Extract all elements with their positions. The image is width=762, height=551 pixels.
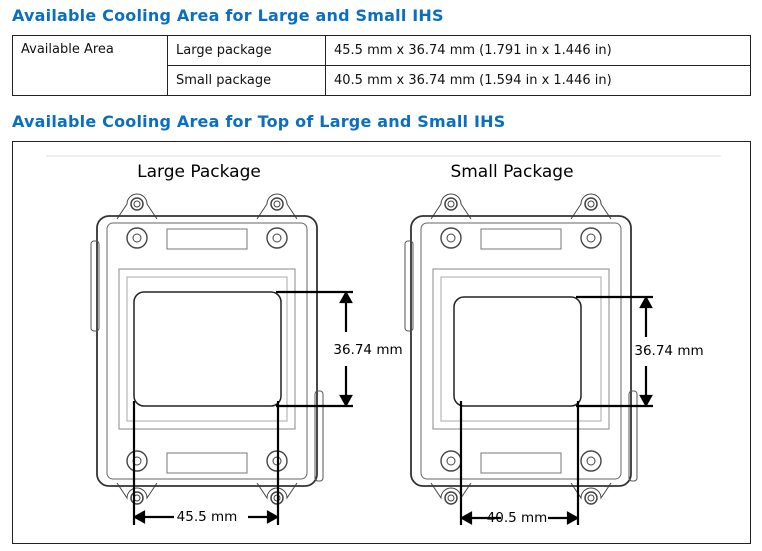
value-cell: 40.5 mm x 36.74 mm (1.594 in x 1.446 in)	[325, 65, 751, 96]
package-cell: Large package	[167, 35, 326, 66]
large-package-title: Large Package	[137, 162, 261, 182]
value-cell: 45.5 mm x 36.74 mm (1.791 in x 1.446 in)	[325, 35, 751, 66]
heading-cooling-area: Available Cooling Area for Large and Sma…	[12, 6, 444, 25]
large-width-label: 45.5 mm	[177, 509, 238, 525]
small-package-title: Small Package	[450, 162, 573, 182]
row-label: Available Area	[12, 35, 168, 96]
heading-top-cooling-area: Available Cooling Area for Top of Large …	[12, 112, 506, 131]
small-package-drawing	[404, 193, 653, 525]
package-cell: Small package	[167, 65, 326, 96]
large-height-label: 36.74 mm	[333, 342, 402, 358]
table-row: Available Area Large package 45.5 mm x 3…	[12, 35, 751, 96]
small-width-label: 40.5 mm	[487, 510, 548, 526]
small-height-label: 36.74 mm	[634, 343, 703, 359]
large-package-drawing	[90, 193, 353, 525]
socket-diagram: Large Package Small Package 36.74 mm 36.…	[12, 141, 751, 544]
cooling-area-table: Available Area Large package 45.5 mm x 3…	[12, 35, 751, 96]
table-row: Small package 40.5 mm x 36.74 mm (1.594 …	[13, 65, 751, 96]
